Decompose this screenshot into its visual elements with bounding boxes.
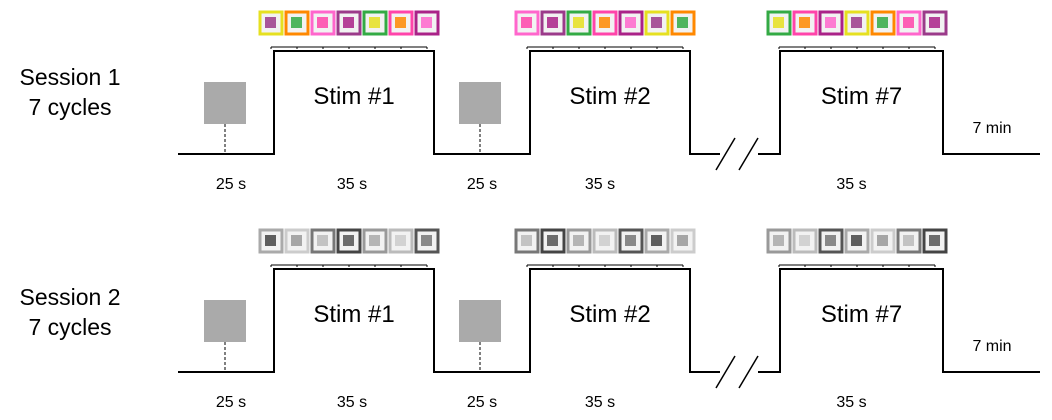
stim-block-label: Stim #1 [313, 83, 394, 110]
waveform-line [758, 50, 1040, 155]
session-1-title: Session 1 [19, 64, 121, 90]
stimulus-inner [929, 17, 940, 28]
rest-duration-label: 25 s [216, 176, 246, 193]
stimulus-inner [677, 17, 688, 28]
stimulus-inner [395, 17, 406, 28]
stimulus-inner [369, 17, 380, 28]
stimulus-inner [573, 235, 584, 246]
waveform-line [178, 268, 720, 373]
stimulus-inner [547, 235, 558, 246]
stimulus-inner [343, 17, 354, 28]
stimulus-inner [773, 17, 784, 28]
stimulus-inner [265, 235, 276, 246]
rest-square [459, 82, 501, 124]
stimulus-inner [851, 17, 862, 28]
stimulus-inner [825, 235, 836, 246]
stim-block-label: Stim #1 [313, 301, 394, 328]
stimulus-inner [877, 17, 888, 28]
break-mark [738, 137, 759, 171]
stimulus-inner [369, 235, 380, 246]
stimulus-inner [317, 235, 328, 246]
session-2-timeline [178, 228, 1040, 389]
session-2-cycles: 7 cycles [28, 314, 112, 340]
stim-duration-label: 35 s [836, 176, 866, 193]
stimulus-inner [573, 17, 584, 28]
final-rest-label: 7 min [972, 338, 1011, 355]
stimulus-inner [903, 17, 914, 28]
stim-block-label: Stim #2 [569, 301, 650, 328]
stimulus-inner [291, 235, 302, 246]
stimulus-inner [343, 235, 354, 246]
stimulus-inner [317, 17, 328, 28]
stimulus-inner [929, 235, 940, 246]
stimulus-inner [651, 235, 662, 246]
waveform-line [178, 50, 720, 155]
break-mark [738, 355, 759, 389]
stimulus-inner [851, 235, 862, 246]
stimulus-inner [903, 235, 914, 246]
session-2-title: Session 2 [19, 284, 121, 310]
rest-duration-label: 25 s [467, 394, 497, 411]
stim-block-label: Stim #2 [569, 83, 650, 110]
stimulus-inner [547, 17, 558, 28]
break-mark [715, 137, 736, 171]
stimulus-inner [677, 235, 688, 246]
stimulus-inner [599, 235, 610, 246]
stimulus-inner [395, 235, 406, 246]
stim-duration-label: 35 s [585, 394, 615, 411]
rest-square [204, 300, 246, 342]
rest-square [459, 300, 501, 342]
session-1-cycles: 7 cycles [28, 94, 112, 120]
break-mark [715, 355, 736, 389]
session-1-timeline [178, 10, 1040, 171]
stimulus-inner [521, 17, 532, 28]
stimulus-inner [625, 235, 636, 246]
final-rest-label: 7 min [972, 120, 1011, 137]
session-2-label: Session 2 7 cycles [0, 282, 140, 342]
waveform-line [758, 268, 1040, 373]
stimulus-inner [799, 17, 810, 28]
stimulus-inner [799, 235, 810, 246]
stim-duration-label: 35 s [337, 394, 367, 411]
rest-duration-label: 25 s [467, 176, 497, 193]
stimulus-inner [421, 235, 432, 246]
stimulus-inner [651, 17, 662, 28]
stimulus-inner [599, 17, 610, 28]
stimulus-inner [265, 17, 276, 28]
stim-duration-label: 35 s [836, 394, 866, 411]
session-1-label: Session 1 7 cycles [0, 62, 140, 122]
stimulus-inner [521, 235, 532, 246]
rest-duration-label: 25 s [216, 394, 246, 411]
stimulus-inner [773, 235, 784, 246]
stimulus-inner [877, 235, 888, 246]
stim-block-label: Stim #7 [821, 83, 902, 110]
stimulus-inner [291, 17, 302, 28]
stim-duration-label: 35 s [337, 176, 367, 193]
stimulus-inner [625, 17, 636, 28]
rest-square [204, 82, 246, 124]
stim-duration-label: 35 s [585, 176, 615, 193]
stimulus-inner [825, 17, 836, 28]
stim-block-label: Stim #7 [821, 301, 902, 328]
stimulus-inner [421, 17, 432, 28]
